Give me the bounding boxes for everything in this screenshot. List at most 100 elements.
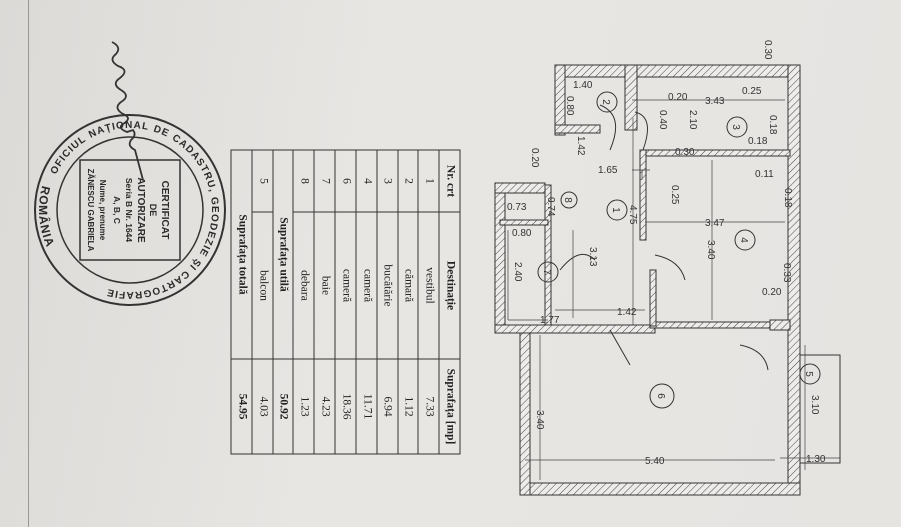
room-number: 4 bbox=[738, 237, 749, 243]
dimension-label: 3.40 bbox=[534, 410, 545, 430]
stamp-line: ZĂNESCU GABRIELA bbox=[86, 169, 95, 252]
dimension-label: 0.20 bbox=[529, 148, 540, 168]
stamp-ring-letter: E bbox=[205, 230, 218, 240]
room-number: 2 bbox=[600, 99, 611, 105]
stamp-ring-letter: F bbox=[119, 288, 126, 300]
stamp-ring-letter: D bbox=[207, 222, 219, 231]
stamp-line: AUTORIZARE bbox=[135, 177, 146, 243]
stamp-ring-letter: R bbox=[134, 288, 143, 300]
stamp-ring-letter: I bbox=[58, 154, 69, 163]
stamp-ring-letter: I bbox=[66, 144, 76, 154]
stamp-ring-letter: Z bbox=[202, 237, 214, 247]
stamp-ring-letter: M bbox=[36, 205, 50, 215]
stamp-inner-ring bbox=[56, 136, 204, 284]
stamp-ring-letter: E bbox=[209, 206, 220, 213]
stamp-ring-letter: N bbox=[125, 120, 132, 131]
dimension-label: 0.80 bbox=[564, 96, 575, 116]
stamp-ring-letter: N bbox=[87, 128, 98, 141]
room-numbers bbox=[537, 91, 821, 409]
dimension-label: 0.40 bbox=[657, 110, 668, 130]
dimension-label: 0.25 bbox=[742, 86, 762, 97]
dimension-label: 0.33 bbox=[781, 263, 792, 283]
stamp-inner-box bbox=[79, 159, 181, 261]
walls bbox=[494, 64, 841, 496]
stamp-ring-letter: T bbox=[198, 164, 211, 175]
stamp-ring-letter: , bbox=[206, 187, 217, 193]
room-number: 3 bbox=[730, 124, 741, 130]
dimension-label: 1.42 bbox=[617, 307, 637, 318]
dimension-label: 3.10 bbox=[809, 395, 820, 415]
stamp-ring-letter: G bbox=[142, 287, 152, 299]
margin-line bbox=[28, 0, 29, 527]
room-number: 7 bbox=[541, 269, 552, 275]
stamp-ring-letter: E bbox=[160, 127, 171, 140]
dimension-label: 0.18 bbox=[748, 136, 768, 147]
stamp-ring-letter: I bbox=[187, 262, 197, 272]
dimension-label: 0.20 bbox=[762, 287, 782, 298]
stamp-ring-letter: I bbox=[114, 288, 119, 299]
dimension-label: 0.80 bbox=[512, 228, 532, 239]
dimension-label: 0.25 bbox=[669, 185, 680, 205]
signature bbox=[111, 41, 144, 181]
stamp-line: A, B, C bbox=[112, 196, 122, 224]
stamp-ring-letter: S bbox=[193, 157, 206, 169]
dimension-label: 2.40 bbox=[512, 262, 523, 282]
stamp-ring-letter: O bbox=[150, 284, 161, 297]
stamp-ring-letter: O bbox=[36, 195, 51, 206]
dimension-label: 0.11 bbox=[755, 169, 774, 180]
dimension-label: 0.73 bbox=[507, 202, 527, 213]
stamp-line: Nume, prenume bbox=[98, 180, 107, 241]
stamp-ring-letter: N bbox=[37, 223, 53, 235]
dimension-label: 1.42 bbox=[575, 136, 586, 156]
stamp-ring-letter: Ț bbox=[104, 122, 113, 134]
stamp-ring-letter: F bbox=[53, 158, 66, 169]
dimension-label: 1.30 bbox=[806, 454, 826, 465]
stamp-line: DE bbox=[148, 204, 158, 217]
dimension-lines bbox=[507, 99, 840, 480]
dimension-label: 1.40 bbox=[573, 80, 593, 91]
stamp-ring-letter: T bbox=[159, 281, 169, 294]
dimension-label: 3.40 bbox=[705, 240, 716, 260]
stamp-ring-letter: D bbox=[152, 124, 162, 137]
doors bbox=[559, 104, 769, 371]
stamp-ring-letter: L bbox=[141, 121, 149, 133]
dimension-label: 1.65 bbox=[598, 165, 618, 176]
stamp-ring-letter: A bbox=[126, 289, 133, 300]
dimension-label: 0.74 bbox=[545, 197, 556, 217]
stamp-ring-letter: R bbox=[37, 185, 53, 197]
stamp-ring-letter: R bbox=[201, 171, 214, 183]
stamp-ring-letter: E bbox=[197, 246, 210, 258]
stamp-ring-letter: Â bbox=[36, 215, 52, 226]
dimension-label: 0.18 bbox=[782, 188, 793, 208]
stamp-ring-letter: L bbox=[76, 134, 87, 147]
stamp-ring-letter: I bbox=[200, 243, 211, 250]
stamp-line: Seria B Nr. 1644 bbox=[124, 178, 134, 243]
stamp-line: CERTIFICAT bbox=[159, 181, 170, 240]
dimension-label: 3.47 bbox=[705, 218, 725, 229]
stamp-ring-letter: O bbox=[208, 213, 220, 222]
dimension-label: 3.13 bbox=[587, 247, 598, 267]
room-number: 8 bbox=[562, 197, 573, 203]
dimension-label: 4.75 bbox=[627, 205, 638, 225]
stamp-ring-letter: I bbox=[111, 121, 116, 132]
dimension-labels: 0.30 1.40 0.80 0.20 3.43 0.25 2.10 0.40 … bbox=[507, 40, 826, 467]
stamp-ring-letter: A bbox=[95, 124, 106, 137]
stamp-outer-ring bbox=[34, 114, 226, 306]
stamp-ring-letter: O bbox=[115, 120, 124, 132]
room-number: 6 bbox=[655, 393, 666, 399]
dimension-label: 5.40 bbox=[645, 456, 665, 467]
dimension-label: 3.43 bbox=[705, 96, 725, 107]
dimension-label: 0.30 bbox=[762, 40, 773, 60]
dimension-label: 0.20 bbox=[668, 92, 688, 103]
room-number: 1 bbox=[610, 207, 621, 213]
dimension-label: 2.10 bbox=[687, 110, 698, 130]
room-number: 5 bbox=[803, 371, 814, 377]
dimension-label: 0.18 bbox=[767, 115, 778, 135]
stamp-ring-letter: A bbox=[133, 120, 141, 132]
stamp-ring-letter: G bbox=[208, 196, 220, 205]
stamp-ring-letter: U bbox=[204, 179, 217, 189]
